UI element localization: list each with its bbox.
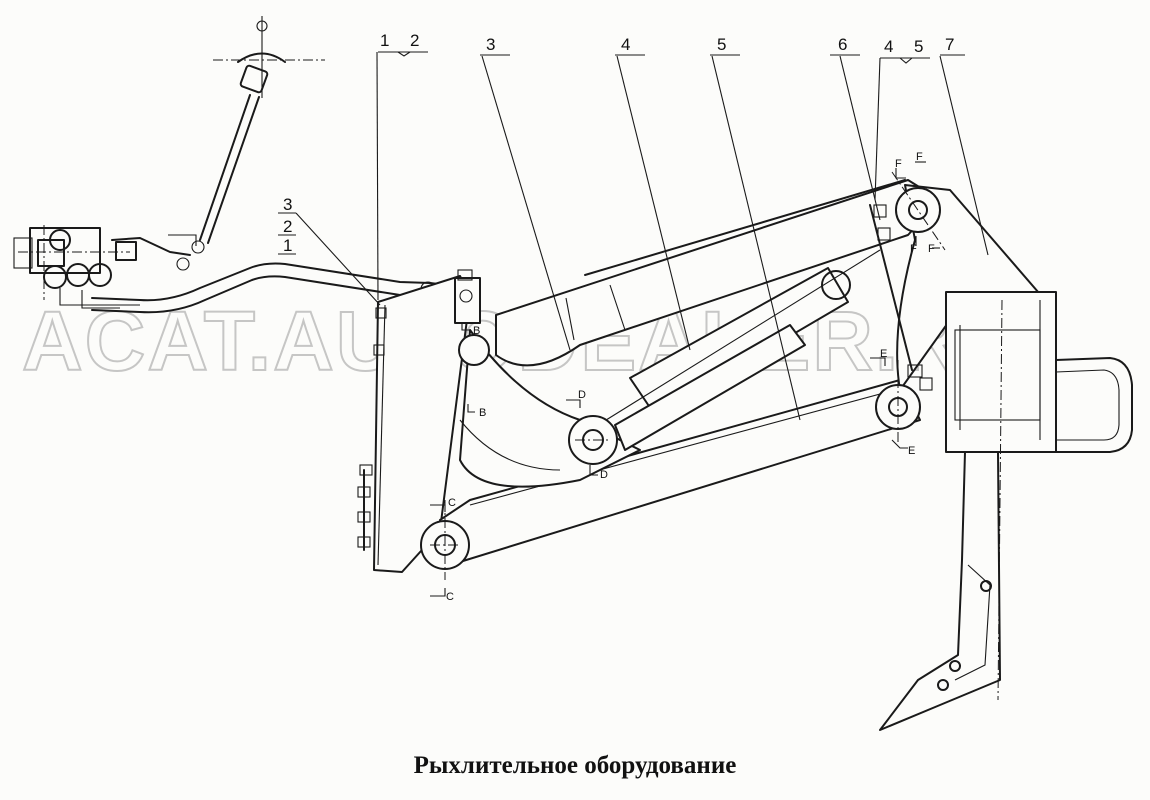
callout-1: 1	[380, 31, 389, 50]
section-markers: B B C C D D E E F F F F	[430, 151, 940, 603]
pivot-pins	[420, 171, 946, 580]
section-c-top: C	[448, 497, 456, 509]
section-e-top: E	[880, 348, 887, 360]
stack-label-3: 3	[283, 195, 292, 214]
section-d-top: D	[578, 389, 586, 401]
pipe-bracket	[454, 269, 481, 324]
link-rod	[869, 204, 933, 391]
hydraulic-cylinder	[589, 249, 881, 451]
section-d-bot: D	[600, 469, 608, 481]
callout-6: 6	[838, 35, 847, 54]
drawing-caption: Рыхлительное оборудование	[413, 752, 737, 779]
callout-leaders	[278, 51, 989, 421]
callout-4: 4	[621, 35, 630, 54]
stack-label-2: 2	[283, 217, 292, 236]
stack-label-1: 1	[283, 236, 292, 255]
section-f-bot2: F	[928, 243, 935, 255]
section-f-top1: F	[895, 158, 902, 170]
callout-labels: 1 2 3 4 5 6 4 5 7 3 2 1	[283, 31, 954, 255]
section-c-bot: C	[446, 591, 454, 603]
callout-3: 3	[486, 35, 495, 54]
control-lever-assembly	[168, 16, 325, 271]
section-f-bot1: F	[910, 243, 917, 255]
section-f-top2: F	[916, 151, 923, 163]
ripper-main-frame	[357, 179, 1133, 731]
hydraulic-valve-block	[13, 225, 191, 309]
callout-7: 7	[945, 35, 954, 54]
section-b-top: B	[473, 325, 480, 337]
callout-5b: 5	[914, 37, 923, 56]
callout-2: 2	[410, 31, 419, 50]
callout-5: 5	[717, 35, 726, 54]
callout-4b: 4	[884, 37, 893, 56]
section-e-bot: E	[908, 445, 915, 457]
section-b-mid: B	[479, 407, 486, 419]
